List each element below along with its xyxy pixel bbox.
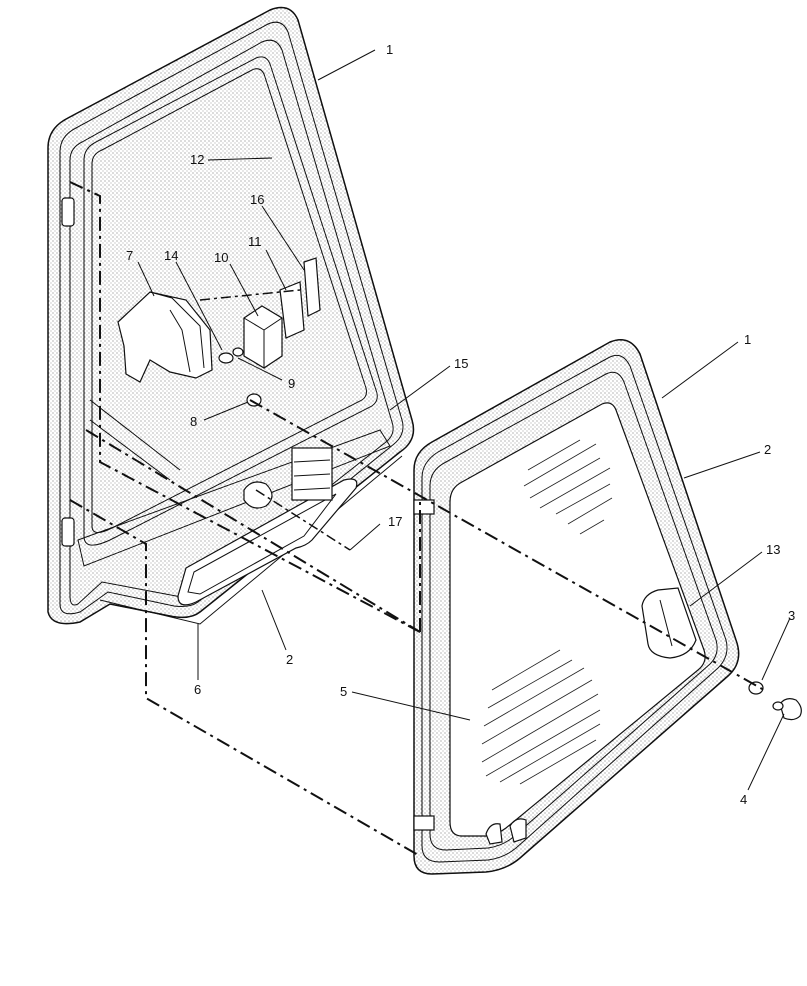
callout-label: 12	[190, 152, 204, 167]
right-door-glass	[449, 402, 706, 837]
callout-label: 2	[764, 442, 771, 457]
glass-reflection-lower	[481, 649, 601, 785]
latch-components	[117, 257, 321, 407]
nut-8	[246, 393, 262, 407]
right-door-latch	[641, 587, 697, 659]
right-door-lower-hinge	[413, 815, 435, 831]
callout-label: 8	[190, 414, 197, 429]
bottom-clip-2	[509, 818, 527, 843]
upper-hinge	[61, 197, 75, 227]
callout-label: 7	[126, 248, 133, 263]
callout-label: 15	[454, 356, 468, 371]
bolt-4	[779, 698, 802, 721]
callout-labels: 1 12 16 7 14 10 11 9 8 15 17 2 6 1 2 13 …	[126, 42, 795, 807]
door-catch	[303, 257, 321, 317]
callout-label: 9	[288, 376, 295, 391]
washer-3	[748, 681, 764, 695]
callout-label: 16	[250, 192, 264, 207]
right-door-upper-hinge	[413, 499, 435, 515]
callout-label: 17	[388, 514, 402, 529]
callout-label: 4	[740, 792, 747, 807]
callout-label: 1	[386, 42, 393, 57]
right-door-frame-inner	[421, 354, 728, 863]
lower-hinge	[61, 517, 75, 547]
handle-knob	[243, 481, 273, 509]
right-door-frame-outer	[413, 339, 740, 875]
left-door-lower-rail	[77, 429, 391, 567]
washer-9	[232, 347, 244, 357]
callout-label: 2	[286, 652, 293, 667]
callout-label: 10	[214, 250, 228, 265]
bottom-clip	[485, 823, 503, 845]
left-door-window-opening	[83, 56, 378, 546]
right-door-assembly	[413, 339, 740, 875]
callout-leaders	[137, 49, 791, 791]
callout-label: 5	[340, 684, 347, 699]
washer-14	[218, 352, 234, 364]
assembly-lines	[69, 181, 765, 857]
left-door-frame-outer	[47, 6, 415, 625]
callout-label: 14	[164, 248, 178, 263]
left-door-assembly	[47, 6, 415, 625]
left-door-frame-inner	[59, 21, 404, 615]
callout-label: 6	[194, 682, 201, 697]
callout-label: 13	[766, 542, 780, 557]
latch-striker	[279, 281, 305, 339]
left-door-lower-window-glass	[187, 493, 337, 595]
callout-label: 11	[248, 234, 262, 249]
glass-reflection-upper	[523, 439, 613, 535]
callout-label: 1	[744, 332, 751, 347]
latch-block	[243, 305, 283, 369]
callout-label: 3	[788, 608, 795, 623]
left-door-lower-window	[177, 478, 358, 606]
